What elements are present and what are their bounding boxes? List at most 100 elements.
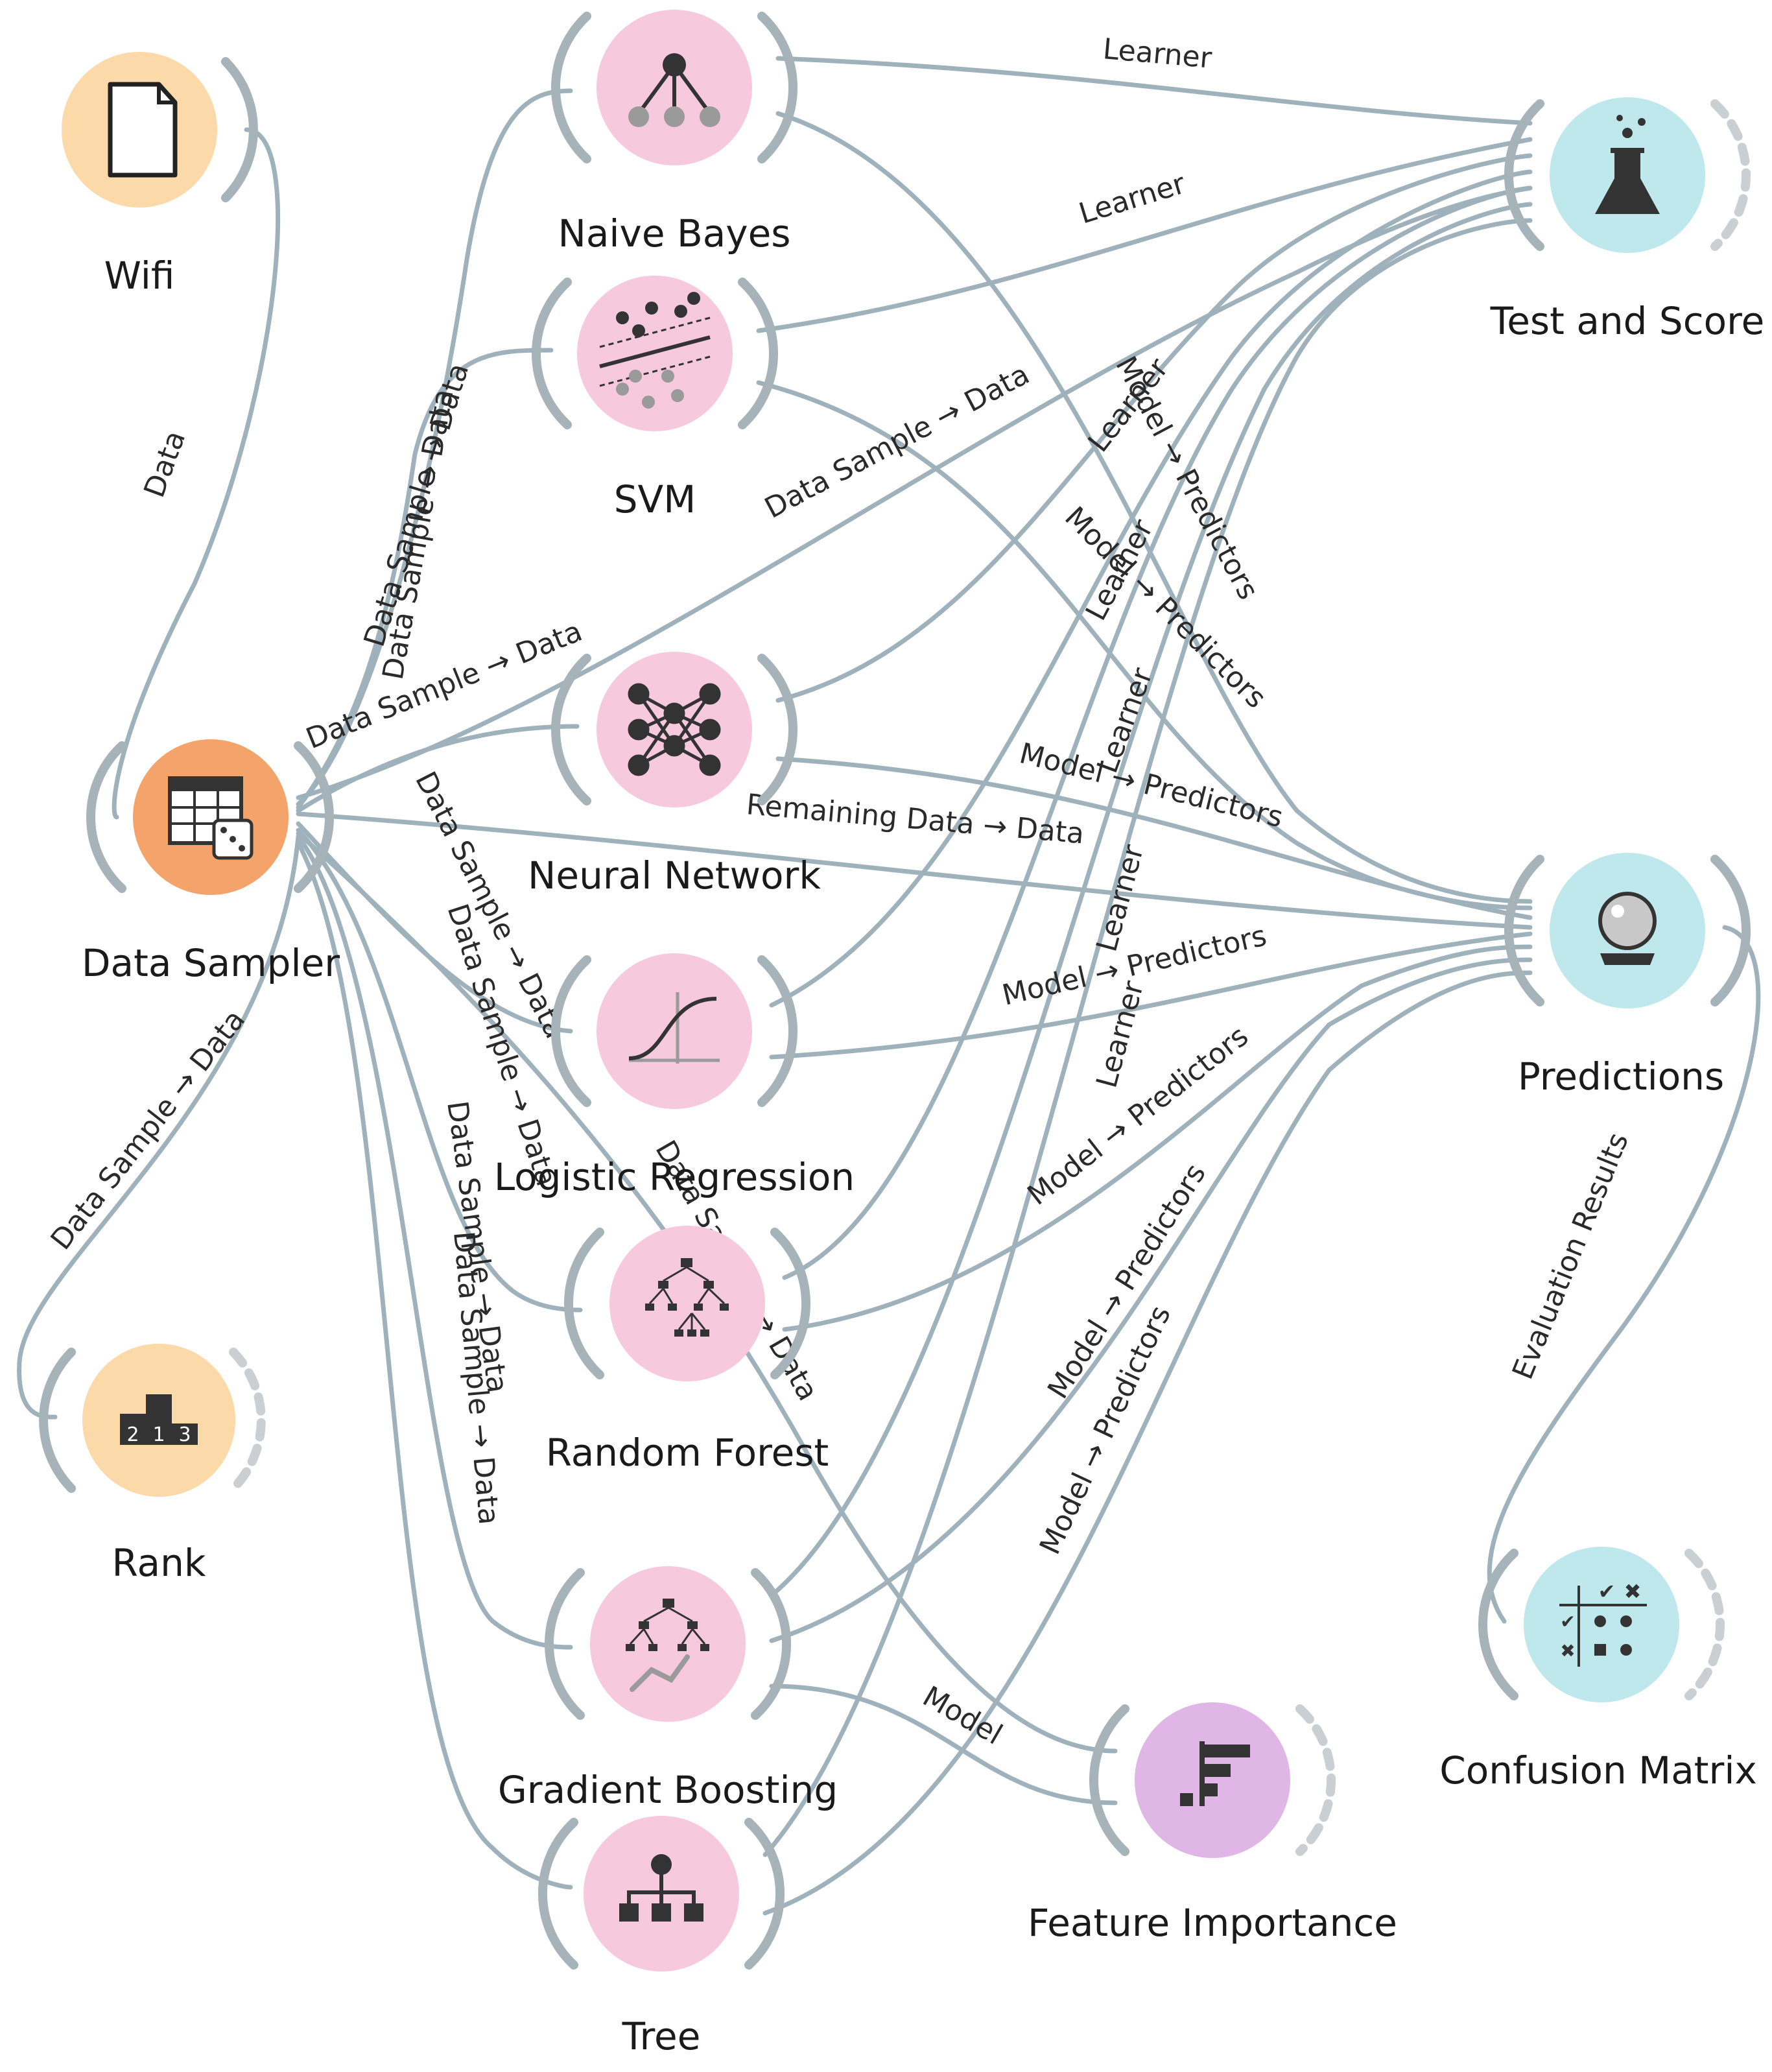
edge-sampler-to-svm[interactable] xyxy=(296,348,554,810)
tree-icon xyxy=(619,1854,703,1922)
node-label: Predictions xyxy=(1518,1054,1724,1099)
logistic-regression-icon xyxy=(628,992,720,1064)
node-label: Logistic Regression xyxy=(494,1155,855,1199)
node-input-bracket[interactable] xyxy=(1504,99,1544,251)
edge-wifi-to-sampler[interactable] xyxy=(112,127,280,820)
node-circle[interactable] xyxy=(590,1566,746,1722)
node-output-bracket[interactable] xyxy=(757,955,797,1107)
node-output-bracket[interactable] xyxy=(221,57,258,202)
node-input-bracket[interactable] xyxy=(551,955,591,1107)
node-input-bracket[interactable] xyxy=(532,278,572,429)
edge-lr-to-pred[interactable] xyxy=(769,931,1533,1060)
feature-importance-icon xyxy=(1180,1741,1250,1806)
node-output-bracket[interactable] xyxy=(294,741,334,893)
node-input-bracket[interactable] xyxy=(1478,1549,1518,1700)
node-input-bracket[interactable] xyxy=(545,1568,585,1720)
node-output-bracket[interactable] xyxy=(757,654,797,805)
edge-rf-to-test[interactable] xyxy=(782,185,1533,1280)
node-gradient-boosting[interactable]: Gradient Boosting xyxy=(498,1566,838,1812)
edge-sampler-to-nn[interactable] xyxy=(296,724,580,813)
neural-network-icon xyxy=(628,683,721,776)
edge-label: Learner xyxy=(1090,977,1150,1091)
node-input-bracket[interactable] xyxy=(86,741,126,893)
svm-icon xyxy=(599,292,711,409)
edge-label: Data Sample → Data xyxy=(301,615,587,756)
node-circle[interactable] xyxy=(597,652,752,807)
node-random-forest[interactable]: Random Forest xyxy=(546,1226,829,1475)
node-confusion-matrix[interactable]: ✔ ✖ ✔ ✖ Confusion Matrix xyxy=(1439,1547,1757,1792)
svg-text:✖: ✖ xyxy=(1560,1640,1575,1661)
svg-text:1: 1 xyxy=(152,1423,165,1446)
edge-tree-to-pred[interactable] xyxy=(762,970,1533,1916)
edge-sampler-to-tree[interactable] xyxy=(296,840,573,1890)
node-input-bracket[interactable] xyxy=(1504,855,1544,1006)
node-predictions[interactable]: Predictions xyxy=(1504,853,1751,1099)
node-output-bracket[interactable] xyxy=(229,1348,266,1493)
node-label: Naive Bayes xyxy=(558,211,790,256)
node-neural-network[interactable]: Neural Network xyxy=(528,652,821,898)
node-output-bracket[interactable] xyxy=(751,1568,791,1720)
edge-sampler-to-rf[interactable] xyxy=(296,828,583,1313)
edge-label: Evaluation Results xyxy=(1506,1128,1635,1384)
node-tree[interactable]: Tree xyxy=(538,1816,785,2058)
edge-tree-to-test[interactable] xyxy=(762,218,1533,1857)
node-input-bracket[interactable] xyxy=(551,12,591,163)
edge-rf-to-pred[interactable] xyxy=(782,944,1533,1332)
node-label: Gradient Boosting xyxy=(498,1768,838,1812)
node-output-bracket[interactable] xyxy=(1684,1549,1725,1700)
edge-svm-to-test[interactable] xyxy=(756,137,1533,333)
node-svm[interactable]: SVM xyxy=(532,276,778,521)
edge-nb-to-pred[interactable] xyxy=(775,111,1533,904)
svg-text:2: 2 xyxy=(126,1423,139,1446)
edge-label: Learner xyxy=(1102,32,1214,75)
node-output-bracket[interactable] xyxy=(744,1818,785,1970)
edge-gb-to-test[interactable] xyxy=(769,202,1533,1598)
edge-sampler-to-test[interactable] xyxy=(296,185,1533,800)
node-input-bracket[interactable] xyxy=(1089,1704,1129,1856)
edge-nb-to-test[interactable] xyxy=(775,56,1533,126)
node-input-bracket[interactable] xyxy=(39,1348,76,1493)
edge-label: Model → Predictors xyxy=(1021,1019,1255,1212)
node-data-sampler[interactable]: Data Sampler xyxy=(82,739,340,985)
node-label: Tree xyxy=(622,2014,701,2058)
node-circle[interactable] xyxy=(597,953,752,1109)
edge-sampler-to-nb[interactable] xyxy=(296,88,573,807)
edge-sampler-to-pred[interactable] xyxy=(296,811,1533,930)
edge-pred-to-cm[interactable] xyxy=(1487,925,1761,1624)
node-circle[interactable] xyxy=(1135,1702,1290,1858)
node-feature-importance[interactable]: Feature Importance xyxy=(1028,1702,1397,1945)
node-label: Random Forest xyxy=(546,1431,829,1475)
flask-icon xyxy=(1595,115,1660,214)
node-output-bracket[interactable] xyxy=(1295,1704,1336,1856)
edge-sampler-to-fi[interactable] xyxy=(296,831,1118,1754)
node-output-bracket[interactable] xyxy=(757,12,797,163)
node-logistic-regression[interactable]: Logistic Regression xyxy=(494,953,855,1199)
svg-text:3: 3 xyxy=(178,1423,191,1446)
node-input-bracket[interactable] xyxy=(551,654,591,805)
node-test-and-score[interactable]: Test and Score xyxy=(1490,97,1765,343)
edge-nn-to-pred[interactable] xyxy=(775,756,1533,920)
node-output-bracket[interactable] xyxy=(738,278,778,429)
edges xyxy=(17,56,1761,1916)
node-output-bracket[interactable] xyxy=(1710,855,1751,1006)
edge-lr-to-test[interactable] xyxy=(769,169,1533,1008)
node-output-bracket[interactable] xyxy=(770,1228,810,1379)
edge-gb-to-pred[interactable] xyxy=(769,957,1533,1643)
edge-nn-to-test[interactable] xyxy=(775,153,1533,703)
node-input-bracket[interactable] xyxy=(538,1818,578,1970)
edge-labels: Data Data Sample → Data Data Sample → Da… xyxy=(44,32,1635,1751)
node-rank[interactable]: 2 1 3 Rank xyxy=(39,1344,266,1585)
node-label: SVM xyxy=(614,477,696,521)
node-input-bracket[interactable] xyxy=(564,1228,604,1379)
node-circle[interactable] xyxy=(609,1226,765,1381)
node-naive-bayes[interactable]: Naive Bayes xyxy=(551,10,797,256)
edge-sampler-to-rank[interactable] xyxy=(17,834,301,1420)
edge-gb-to-fi[interactable] xyxy=(769,1684,1118,1805)
node-label: Confusion Matrix xyxy=(1439,1748,1757,1792)
edge-sampler-to-gb[interactable] xyxy=(296,834,573,1650)
crystal-ball-icon xyxy=(1598,892,1657,965)
file-icon xyxy=(108,82,178,178)
node-wifi[interactable]: Wifi xyxy=(62,52,258,298)
node-output-bracket[interactable] xyxy=(1710,99,1751,251)
node-label: Neural Network xyxy=(528,853,821,898)
